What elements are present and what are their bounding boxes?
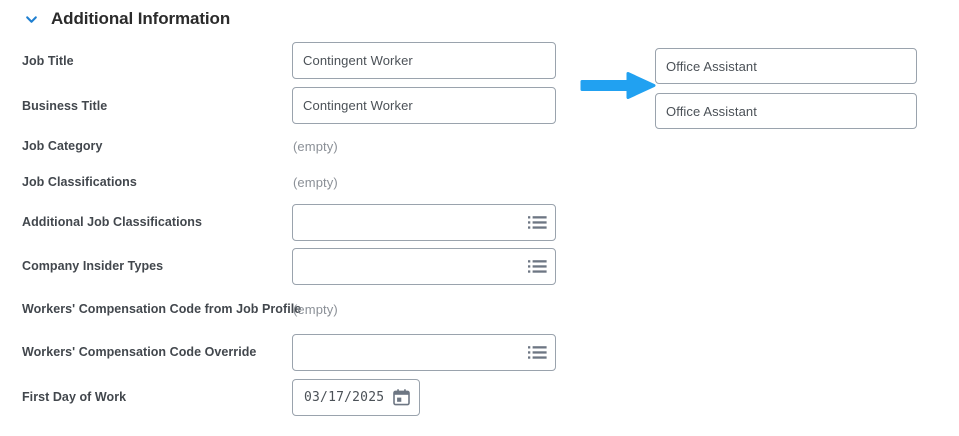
first-day-of-work-value: 03/17/2025 [304, 389, 385, 405]
field-control-job-category: (empty) [292, 139, 338, 154]
business-title-input[interactable]: Contingent Worker [292, 87, 556, 124]
additional-information-form: Job Title Contingent Worker Business Tit… [0, 38, 959, 420]
additional-job-classifications-input[interactable] [292, 203, 556, 241]
chevron-down-icon [24, 12, 39, 27]
field-label-job-category: Job Category [22, 139, 103, 153]
job-title-input[interactable]: Contingent Worker [292, 42, 556, 79]
first-day-of-work-date-input[interactable]: 03/17/2025 [292, 378, 421, 416]
field-label-company-insider-types: Company Insider Types [22, 259, 164, 273]
after-job-title-input[interactable]: Office Assistant [655, 48, 917, 84]
field-label-workers-comp-code-override: Workers' Compensation Code Override [22, 345, 257, 359]
form-row-job-category: Job Category (empty) [0, 128, 959, 164]
field-control-workers-comp-code-override [292, 333, 556, 371]
field-label-job-title: Job Title [22, 53, 74, 68]
after-business-title-input[interactable]: Office Assistant [655, 93, 917, 129]
after-job-title-value: Office Assistant [666, 58, 757, 74]
field-label-business-title: Business Title [22, 98, 108, 113]
field-control-job-title: Contingent Worker [292, 42, 556, 79]
field-control-workers-comp-code-from-job-profile: (empty) [292, 302, 338, 317]
form-row-first-day-of-work: First Day of Work 03/17/2025 [0, 374, 959, 420]
collapse-section-button[interactable] [14, 2, 48, 36]
workers-comp-code-override-input[interactable] [292, 333, 556, 371]
field-control-additional-job-classifications [292, 203, 556, 241]
field-label-additional-job-classifications: Additional Job Classifications [22, 215, 202, 229]
form-row-job-title: Job Title Contingent Worker [0, 38, 959, 83]
job-title-value: Contingent Worker [303, 53, 413, 68]
form-row-workers-comp-code-from-job-profile: Workers' Compensation Code from Job Prof… [0, 288, 959, 330]
form-row-additional-job-classifications: Additional Job Classifications [0, 200, 959, 244]
field-label-first-day-of-work: First Day of Work [22, 390, 127, 404]
form-row-job-classifications: Job Classifications (empty) [0, 164, 959, 200]
section-header: Additional Information [0, 0, 959, 38]
workers-comp-code-from-job-profile-value: (empty) [293, 301, 338, 317]
list-prompt-icon[interactable] [528, 215, 547, 230]
section-title: Additional Information [51, 9, 231, 28]
field-control-company-insider-types [292, 247, 556, 285]
form-row-company-insider-types: Company Insider Types [0, 244, 959, 288]
job-category-value: (empty) [293, 138, 338, 154]
calendar-icon[interactable] [393, 388, 411, 406]
list-prompt-icon[interactable] [528, 259, 547, 274]
field-label-job-classifications: Job Classifications [22, 175, 137, 189]
form-row-business-title: Business Title Contingent Worker [0, 83, 959, 128]
field-control-job-classifications: (empty) [292, 175, 338, 190]
company-insider-types-input[interactable] [292, 247, 556, 285]
field-control-first-day-of-work: 03/17/2025 [292, 378, 421, 416]
business-title-value: Contingent Worker [303, 98, 413, 113]
after-business-title-value: Office Assistant [666, 103, 757, 119]
field-control-business-title: Contingent Worker [292, 87, 556, 124]
field-label-workers-comp-code-from-job-profile: Workers' Compensation Code from Job Prof… [22, 302, 302, 316]
form-row-workers-comp-code-override: Workers' Compensation Code Override [0, 330, 959, 374]
list-prompt-icon[interactable] [528, 345, 547, 360]
job-classifications-value: (empty) [293, 174, 338, 190]
